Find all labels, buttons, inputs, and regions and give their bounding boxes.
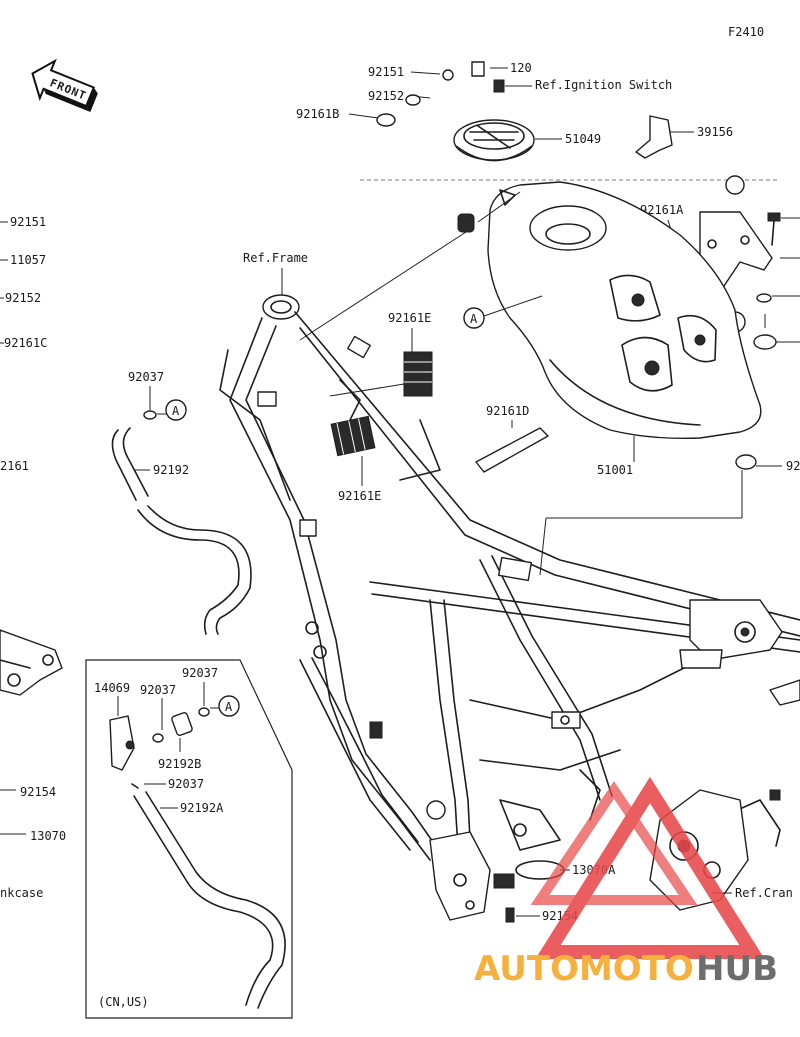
rubber-92161e-bottom: [330, 415, 376, 457]
label-left-92151: 92151: [10, 215, 46, 229]
grommet-92161b: [376, 113, 396, 127]
label-inset-92037-top: 92037: [182, 666, 218, 680]
ref-circle-a-hose: [165, 399, 187, 421]
motorcycle-frame: [219, 294, 800, 921]
label-left-2161: 2161: [0, 459, 29, 473]
label-left-92154: 92154: [20, 785, 56, 799]
label-inset-92192b: 92192B: [158, 757, 201, 771]
rubber-92161e-top: [403, 351, 433, 397]
label-120: 120: [510, 61, 532, 75]
ref-circle-a-tank: [463, 307, 485, 329]
watermark-triangle-icon: [535, 776, 765, 959]
inset-hose-92192a: [133, 791, 286, 1009]
grommet-right: [753, 334, 777, 350]
bracket-39156: [635, 115, 673, 159]
bolt-right-top: [767, 212, 781, 246]
label-left-crankcase: nkcase: [0, 886, 43, 900]
label-inset-14069: 14069: [94, 681, 130, 695]
label-92161b: 92161B: [296, 107, 339, 121]
fuel-tank-51001: [487, 181, 762, 440]
label-inset-92037-low: 92037: [168, 777, 204, 791]
bolt-92154: [505, 907, 515, 923]
grommet-tank-rear: [735, 454, 757, 470]
ref-circle-a-inset: [218, 695, 240, 717]
inset-fitting-14069: [109, 715, 135, 771]
watermark-text-auto: AUTOMOTO: [474, 949, 694, 989]
label-ref-frame: Ref.Frame: [243, 251, 308, 265]
bolt-92151: [442, 69, 454, 81]
ref-circle-d: [725, 175, 745, 195]
label-inset-92192a: 92192A: [180, 801, 224, 815]
label-39156: 39156: [697, 125, 733, 139]
label-ref-crank: Ref.Cran: [735, 886, 793, 900]
label-92151-top: 92151: [368, 65, 404, 79]
rubber-92161d: [475, 427, 549, 473]
label-left-11057: 11057: [10, 253, 46, 267]
label-92161e-bottom: 92161E: [338, 489, 381, 503]
label-92161d: 92161D: [486, 404, 529, 418]
label-left-92152: 92152: [5, 291, 41, 305]
label-inset-92037-mid: 92037: [140, 683, 176, 697]
label-left-92161c: 92161C: [4, 336, 47, 350]
circle-a-tank-label: A: [470, 312, 478, 326]
label-51001: 51001: [597, 463, 633, 477]
hose-92192: [111, 427, 252, 635]
label-51049: 51049: [565, 132, 601, 146]
fuel-cap-51049: [453, 119, 535, 162]
label-right-92: 92: [786, 459, 800, 473]
circle-a-hose-label: A: [172, 404, 180, 418]
label-92161e-top: 92161E: [388, 311, 431, 325]
figure-code: F2410: [728, 25, 764, 39]
label-92152-top: 92152: [368, 89, 404, 103]
watermark-text-hub: HUB: [696, 949, 778, 989]
inset-region-note: (CN,US): [98, 995, 149, 1009]
automotohub-watermark: AUTOMOTO HUB: [474, 776, 778, 989]
inset-cn-us-box: [85, 659, 293, 1019]
label-92037-a: 92037: [128, 370, 164, 384]
ignition-screw: [493, 79, 505, 93]
circle-a-inset-label: A: [225, 700, 233, 714]
label-left-13070: 13070: [30, 829, 66, 843]
label-ref-ignition: Ref.Ignition Switch: [535, 78, 672, 92]
front-arrow-icon: FRONT: [31, 58, 98, 112]
inset-hose-92192b: [171, 712, 193, 736]
label-92161a: 92161A: [640, 203, 684, 217]
left-mount-bracket: [0, 629, 63, 696]
label-92192: 92192: [153, 463, 189, 477]
screw-120: [471, 61, 485, 77]
grommet-tank-front: [457, 213, 475, 233]
